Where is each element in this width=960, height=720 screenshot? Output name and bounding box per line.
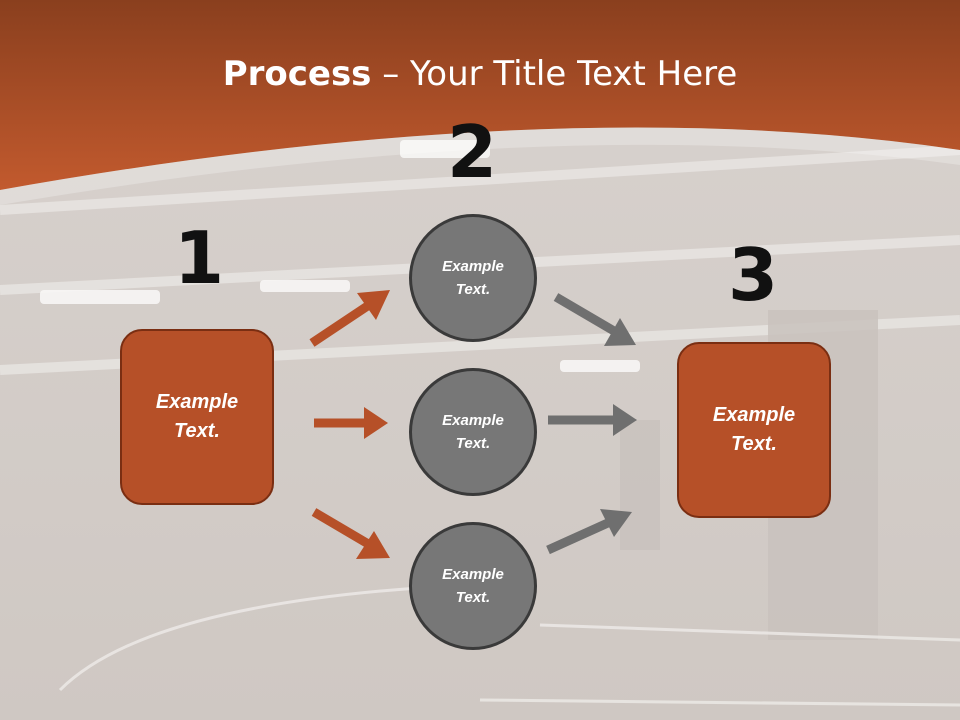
arrow-box1-to-circle3 bbox=[311, 508, 390, 559]
arrow-box1-to-circle2 bbox=[314, 407, 388, 439]
arrow-circle3-to-box3 bbox=[546, 509, 632, 555]
floor-lines bbox=[58, 583, 960, 707]
circle-bottom-line1: Example bbox=[442, 566, 504, 583]
circle-top: Example Text. bbox=[409, 214, 537, 342]
slide-title: Process – Your Title Text Here bbox=[0, 52, 960, 96]
arrow-box1-to-circle1 bbox=[309, 290, 390, 347]
step-number-1: 1 bbox=[173, 216, 225, 300]
circle-bottom-line2: Text. bbox=[455, 589, 491, 606]
step-box-1: Example Text. bbox=[120, 329, 274, 505]
circle-middle-line2: Text. bbox=[455, 435, 491, 452]
step-box-1-line2: Text. bbox=[174, 420, 220, 442]
step-box-3-line1: Example bbox=[712, 404, 796, 426]
header-curve-highlight bbox=[0, 127, 960, 205]
circle-top-line1: Example bbox=[442, 258, 504, 275]
title-rest: – Your Title Text Here bbox=[382, 54, 738, 94]
header-band bbox=[0, 0, 960, 190]
step-number-3: 3 bbox=[727, 233, 779, 317]
step-box-3-line2: Text. bbox=[731, 433, 777, 455]
circle-middle-line1: Example bbox=[442, 412, 504, 429]
arrow-circle2-to-box3 bbox=[548, 404, 637, 436]
step-box-3: Example Text. bbox=[677, 342, 831, 518]
garage-lights bbox=[40, 140, 640, 372]
step-box-1-line1: Example bbox=[155, 391, 239, 413]
arrow-circle1-to-box3 bbox=[553, 293, 636, 346]
circle-top-line2: Text. bbox=[455, 281, 491, 298]
circle-middle: Example Text. bbox=[409, 368, 537, 496]
circle-bottom: Example Text. bbox=[409, 522, 537, 650]
step-number-2: 2 bbox=[446, 110, 498, 194]
title-bold: Process bbox=[222, 54, 372, 94]
